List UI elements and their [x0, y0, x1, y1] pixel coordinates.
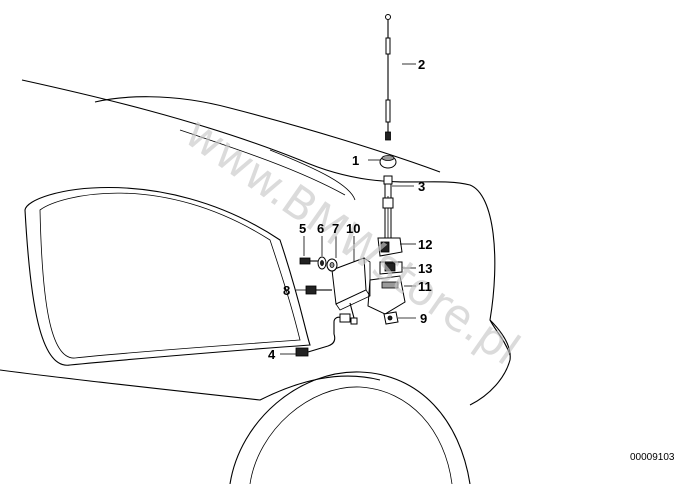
- antenna-tube: [382, 175, 394, 245]
- label-4: 4: [268, 347, 276, 362]
- leader-lines: [280, 63, 416, 355]
- label-11: 11: [418, 279, 432, 294]
- antenna-mast: [385, 14, 391, 141]
- label-7: 7: [332, 221, 339, 236]
- holder-bracket: [367, 275, 406, 315]
- label-13: 13: [418, 261, 432, 276]
- antenna-amplifier: [331, 257, 371, 325]
- rubber-mount: [379, 261, 403, 275]
- label-5: 5: [299, 221, 306, 236]
- upper-bracket: [377, 237, 403, 257]
- grommet: [379, 155, 397, 169]
- clip: [383, 311, 399, 325]
- car-body-outline: [0, 79, 511, 484]
- label-1: 1: [352, 153, 359, 168]
- label-3: 3: [418, 179, 425, 194]
- label-2: 2: [418, 57, 425, 72]
- bolt-8: [305, 285, 332, 295]
- watermark: www.BMWstore.pl: [176, 107, 529, 375]
- washer-6: [317, 256, 327, 270]
- label-6: 6: [317, 221, 324, 236]
- drawing-number: 00009103: [630, 452, 675, 463]
- antenna-cable: [295, 313, 351, 357]
- label-8: 8: [283, 283, 290, 298]
- label-12: 12: [418, 237, 432, 252]
- label-9: 9: [420, 311, 427, 326]
- label-10: 10: [346, 221, 360, 236]
- nut-7: [326, 258, 338, 272]
